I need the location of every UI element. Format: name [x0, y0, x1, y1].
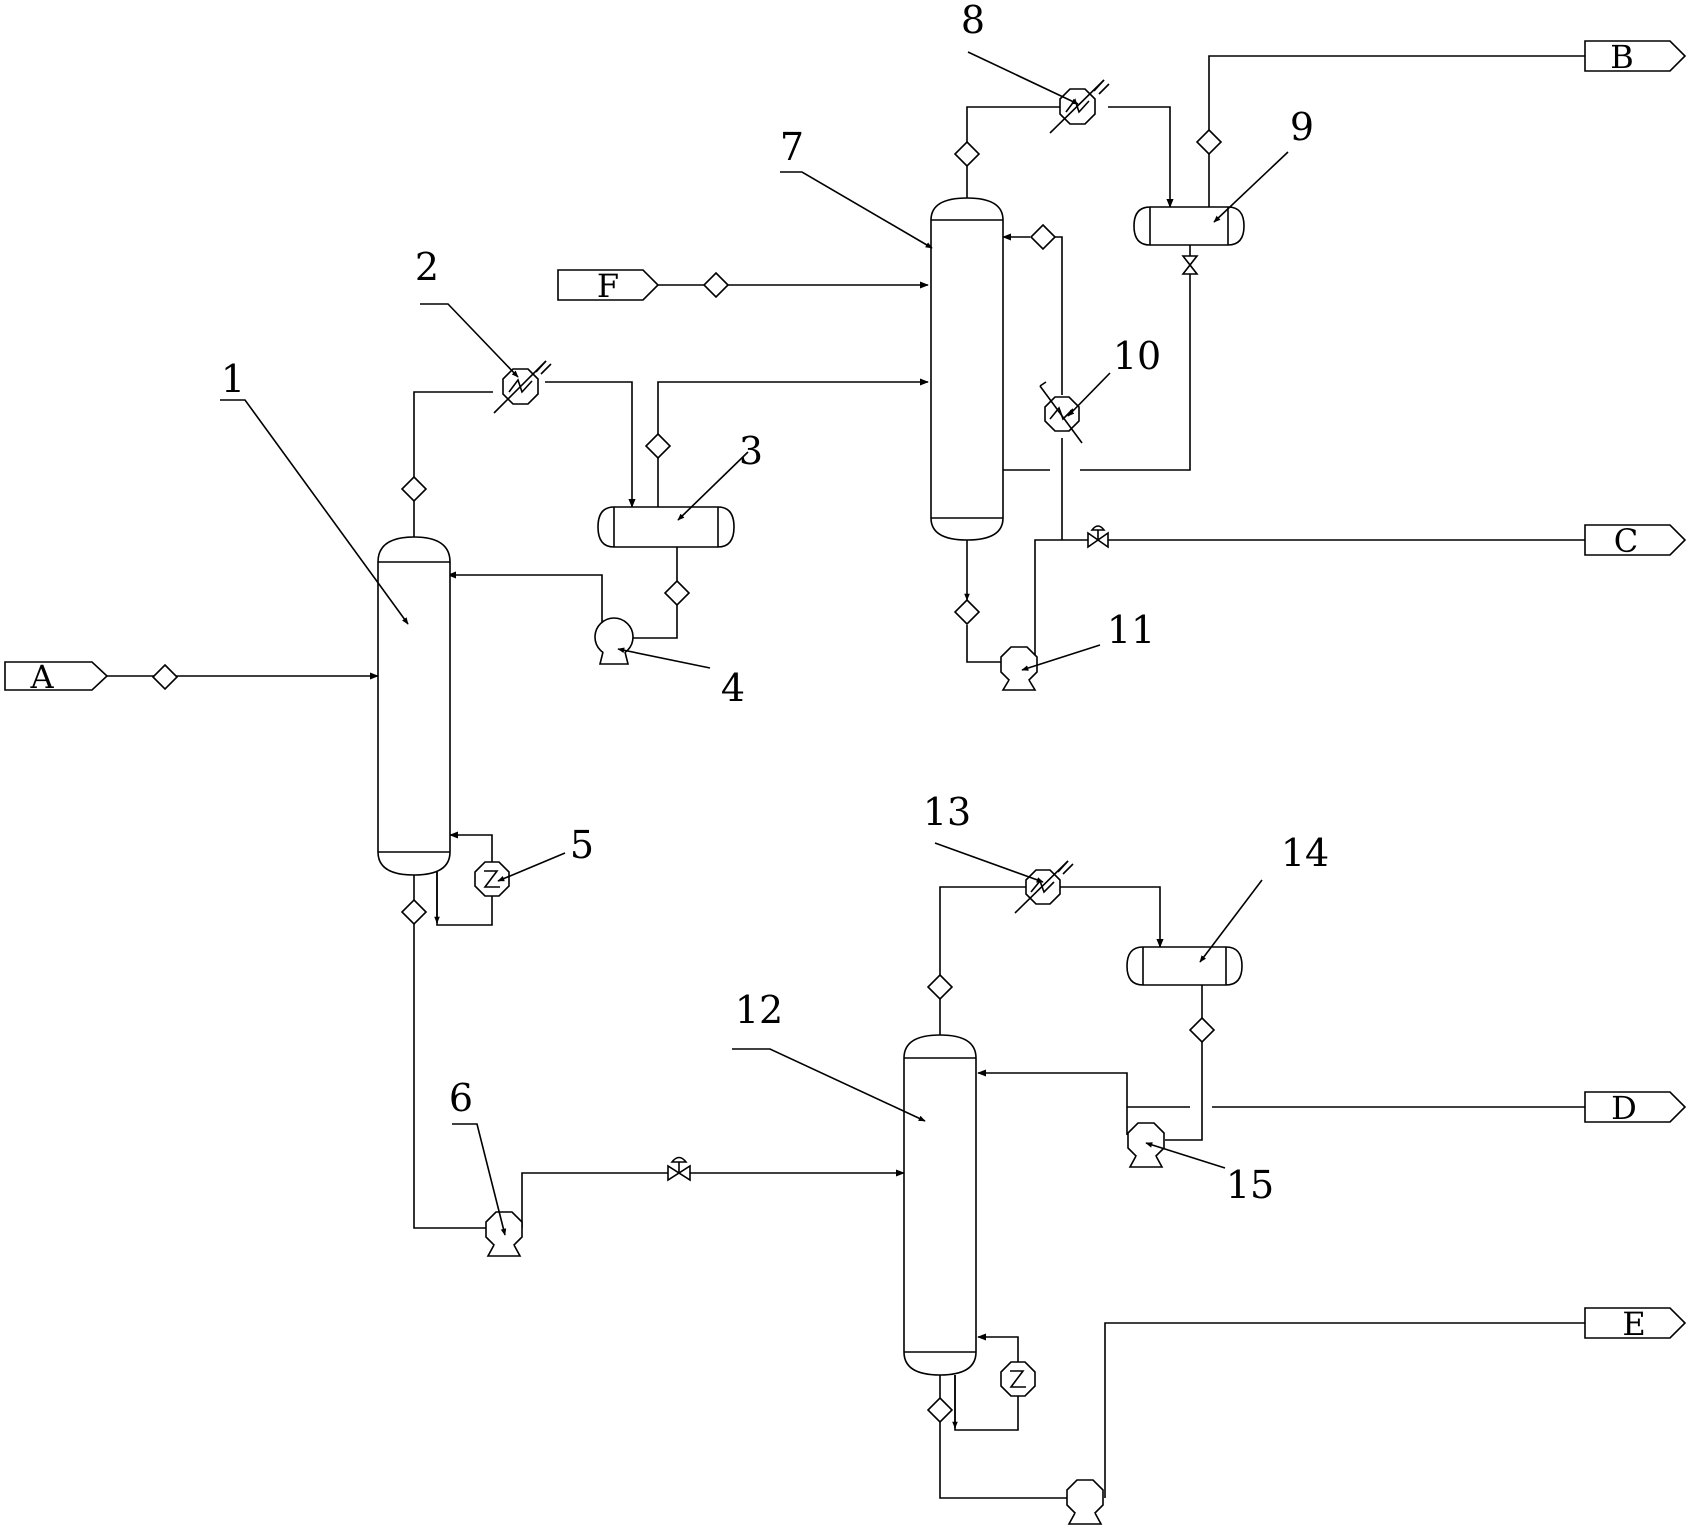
stream-terminal-c: C — [1584, 522, 1687, 560]
equipment-numbers: 1 2 3 4 5 6 7 8 9 10 11 12 13 14 15 — [221, 0, 1329, 1207]
label-13: 13 — [923, 790, 971, 834]
column-1 — [377, 536, 451, 876]
column-12 — [903, 1034, 977, 1376]
stream-label-f: F — [597, 267, 619, 305]
label-3: 3 — [739, 429, 763, 473]
pump-column-12-bottom — [1066, 1479, 1104, 1525]
stream-terminal-b: B — [1584, 38, 1687, 76]
drum-3 — [597, 506, 735, 548]
control-valve-stream-6 — [667, 1156, 691, 1182]
drum-14 — [1126, 946, 1243, 986]
pump-15 — [1127, 1122, 1165, 1168]
label-1: 1 — [221, 357, 245, 401]
condenser-2 — [493, 360, 552, 414]
reboiler-10 — [1039, 381, 1083, 444]
stream-terminal-a: A — [4, 658, 109, 696]
column-7 — [930, 197, 1004, 541]
stream-terminal-d: D — [1584, 1089, 1687, 1127]
pump-11 — [1000, 646, 1038, 691]
label-4: 4 — [721, 666, 745, 710]
label-12: 12 — [735, 988, 783, 1032]
label-15: 15 — [1226, 1163, 1274, 1207]
label-5: 5 — [570, 823, 594, 867]
label-6: 6 — [449, 1076, 473, 1120]
control-valve-stream-c — [1087, 525, 1109, 549]
instrument-diamonds — [151, 128, 1223, 1424]
stream-label-e: E — [1622, 1305, 1645, 1343]
drum-9 — [1133, 206, 1245, 246]
stream-label-a: A — [29, 658, 54, 696]
label-2: 2 — [415, 245, 439, 289]
condenser-8 — [1049, 79, 1110, 134]
reboiler-5 — [474, 861, 510, 897]
pump-4 — [594, 617, 634, 665]
stream-terminal-f: F — [557, 267, 660, 305]
stream-label-b: B — [1610, 38, 1634, 76]
label-8: 8 — [961, 0, 985, 42]
stream-label-d: D — [1611, 1089, 1637, 1127]
stream-label-c: C — [1614, 522, 1638, 560]
gate-valve-drum-9 — [1181, 255, 1199, 275]
leader-lines — [220, 51, 1289, 1236]
label-7: 7 — [780, 125, 804, 169]
label-9: 9 — [1290, 105, 1314, 149]
reboiler-column-12 — [1000, 1361, 1036, 1397]
label-10: 10 — [1113, 334, 1161, 378]
label-14: 14 — [1281, 831, 1329, 875]
label-11: 11 — [1107, 608, 1155, 652]
pipe-lines — [107, 55, 1585, 1499]
stream-terminal-e: E — [1584, 1305, 1687, 1343]
